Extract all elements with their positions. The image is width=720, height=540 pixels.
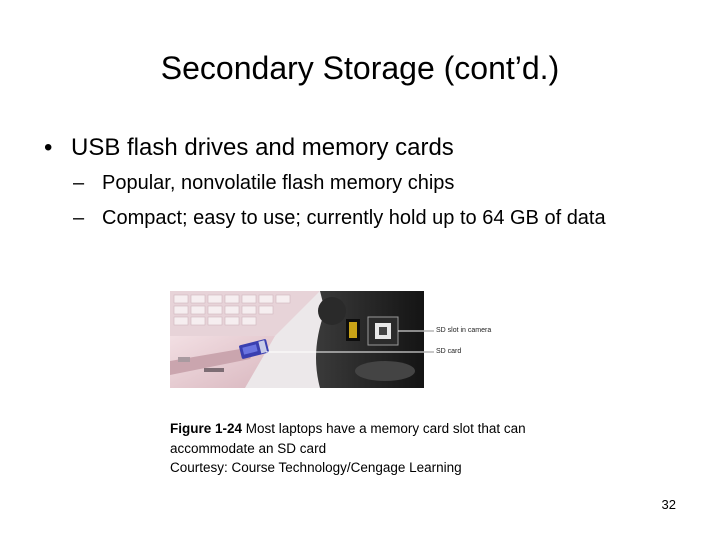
figure-callouts: SD slot in camera SD card xyxy=(424,291,524,388)
figure-caption: Figure 1-24 Most laptops have a memory c… xyxy=(170,419,570,478)
laptop-camera-photo xyxy=(170,291,424,388)
slide-title: Secondary Storage (cont’d.) xyxy=(160,50,560,86)
callout-sd-card: SD card xyxy=(436,348,462,355)
figure-label: Figure 1-24 xyxy=(170,421,243,436)
bullet-text: USB flash drives and memory cards xyxy=(71,134,454,161)
figure-credit: Courtesy: Course Technology/Cengage Lear… xyxy=(170,460,462,475)
sub-bullet-text: Compact; easy to use; currently hold up … xyxy=(102,207,606,229)
page-number: 32 xyxy=(661,497,676,512)
callout-lines xyxy=(424,330,434,353)
bullet-marker: • xyxy=(44,134,53,161)
sub-bullet-text: Popular, nonvolatile flash memory chips xyxy=(102,172,455,194)
sub-bullet-marker: – xyxy=(73,172,85,194)
caption-text: Most laptops have a memory card slot tha… xyxy=(170,421,526,456)
callout-sd-slot: SD slot in camera xyxy=(436,327,492,334)
sd-card-illustration xyxy=(170,291,424,388)
sub-bullet-marker: – xyxy=(73,207,85,229)
